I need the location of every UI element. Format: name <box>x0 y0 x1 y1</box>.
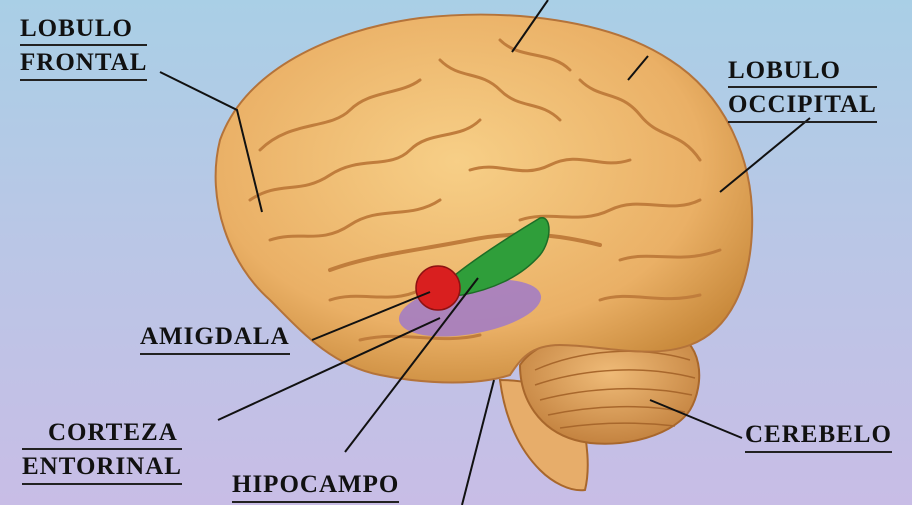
amygdala <box>416 266 460 310</box>
label-lobulo-occipital-line2: OCCIPITAL <box>728 90 877 120</box>
label-cerebelo: CEREBELO <box>745 420 892 453</box>
label-lobulo-occipital: LOBULO OCCIPITAL <box>728 56 877 123</box>
label-corteza-entorinal-line1: CORTEZA <box>22 418 182 450</box>
label-corteza-entorinal: CORTEZA ENTORINAL <box>22 418 182 485</box>
label-corteza-entorinal-line2: ENTORINAL <box>22 452 182 482</box>
label-lobulo-frontal-line1: LOBULO <box>20 14 147 46</box>
leader-bottom <box>462 380 494 505</box>
label-lobulo-occipital-line1: LOBULO <box>728 56 877 88</box>
label-cerebelo-text: CEREBELO <box>745 420 892 450</box>
label-hipocampo: HIPOCAMPO <box>232 470 399 503</box>
label-amigdala: AMIGDALA <box>140 322 290 355</box>
label-hipocampo-text: HIPOCAMPO <box>232 470 399 500</box>
label-lobulo-frontal-line2: FRONTAL <box>20 48 147 78</box>
label-lobulo-frontal: LOBULO FRONTAL <box>20 14 147 81</box>
label-amigdala-text: AMIGDALA <box>140 322 290 352</box>
